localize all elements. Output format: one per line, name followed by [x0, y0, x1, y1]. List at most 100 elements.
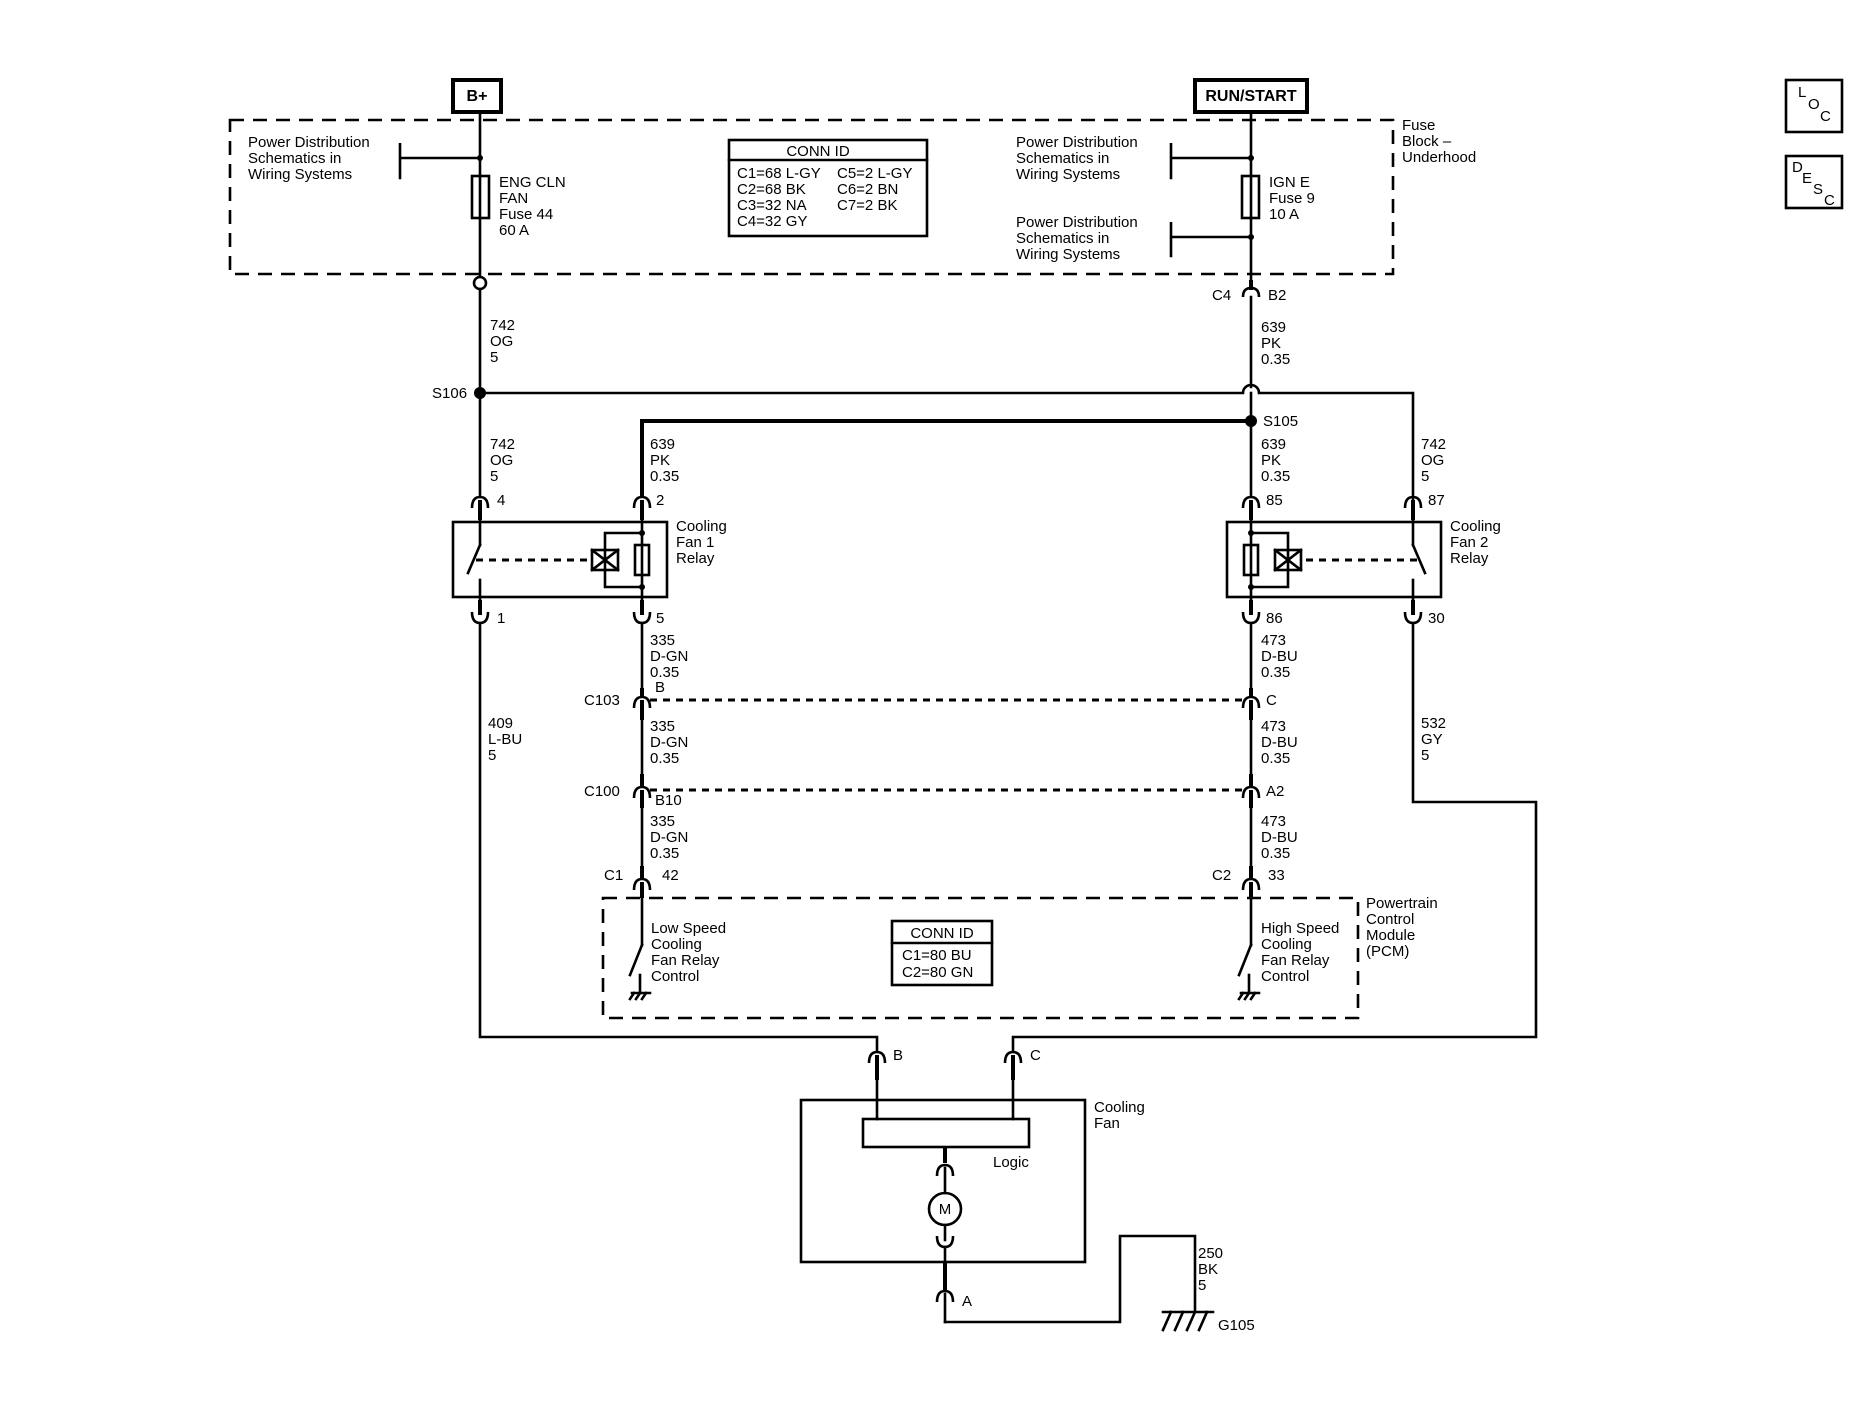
splice-terminal	[472, 275, 488, 291]
svg-text:0.35: 0.35	[1261, 750, 1290, 767]
svg-text:Control: Control	[1261, 968, 1309, 985]
wire-532	[1011, 621, 1538, 1054]
svg-text:Powertrain: Powertrain	[1366, 895, 1438, 912]
svg-text:Cooling: Cooling	[651, 936, 702, 953]
svg-text:D-GN: D-GN	[650, 734, 688, 751]
svg-text:0.35: 0.35	[1261, 664, 1290, 681]
svg-text:D-BU: D-BU	[1261, 829, 1298, 846]
pds-right-bottom-label: Power Distribution Schematics in Wiring …	[1016, 214, 1138, 263]
fuse-44-label: ENG CLN FAN Fuse 44 60 A	[499, 174, 566, 239]
wire-639-left-label: 639 PK 0.35	[650, 436, 679, 485]
bplus-source: B+	[451, 78, 503, 114]
svg-text:0.35: 0.35	[1261, 468, 1290, 485]
svg-text:Fuse 44: Fuse 44	[499, 206, 553, 223]
pin-33-label: 33	[1268, 867, 1285, 884]
svg-text:Fan: Fan	[1094, 1115, 1120, 1132]
svg-text:CONN ID: CONN ID	[910, 925, 974, 942]
svg-text:742: 742	[1421, 436, 1446, 453]
svg-text:Cooling: Cooling	[1261, 936, 1312, 953]
desc-letter-e: E	[1802, 170, 1812, 187]
svg-text:GY: GY	[1421, 731, 1443, 748]
svg-text:Wiring Systems: Wiring Systems	[1016, 246, 1120, 263]
wire-742-right-label: 742 OG 5	[1421, 436, 1446, 485]
svg-text:5: 5	[490, 468, 498, 485]
svg-text:Control: Control	[1366, 911, 1414, 928]
ground-g105-icon	[1161, 1310, 1215, 1332]
svg-text:Wiring Systems: Wiring Systems	[1016, 166, 1120, 183]
svg-text:C7=2 BK: C7=2 BK	[837, 197, 897, 214]
svg-text:0.35: 0.35	[1261, 351, 1290, 368]
svg-text:C4=32 GY: C4=32 GY	[737, 213, 807, 230]
svg-text:D-GN: D-GN	[650, 648, 688, 665]
svg-text:5: 5	[490, 349, 498, 366]
connector-c1-c2	[632, 866, 1261, 898]
pin-86-label: 86	[1266, 610, 1283, 627]
wire-335-b-label: 335 D-GN 0.35	[650, 718, 688, 767]
desc-letter-d: D	[1792, 159, 1803, 176]
svg-text:Fan 1: Fan 1	[676, 534, 714, 551]
svg-text:CONN ID: CONN ID	[786, 143, 850, 160]
svg-text:Wiring Systems: Wiring Systems	[248, 166, 352, 183]
wire-335-c-label: 335 D-GN 0.35	[650, 813, 688, 862]
wire-742-top-label: 742 OG 5	[490, 317, 515, 366]
bplus-label: B+	[467, 88, 488, 105]
svg-text:742: 742	[490, 317, 515, 334]
b2-label: B2	[1268, 287, 1286, 304]
svg-text:OG: OG	[1421, 452, 1444, 469]
svg-text:FAN: FAN	[499, 190, 528, 207]
svg-text:C3=32 NA: C3=32 NA	[737, 197, 807, 214]
svg-text:0.35: 0.35	[650, 845, 679, 862]
pds-right-top-label: Power Distribution Schematics in Wiring …	[1016, 134, 1138, 183]
c100-label: C100	[584, 783, 620, 800]
c103-c-label: C	[1266, 692, 1277, 709]
wire-409-label: 409 L-BU 5	[488, 715, 522, 764]
wire-639-top-label: 639 PK 0.35	[1261, 319, 1290, 368]
svg-text:5: 5	[488, 747, 496, 764]
svg-text:(PCM): (PCM)	[1366, 943, 1409, 960]
svg-text:473: 473	[1261, 632, 1286, 649]
pin-85-label: 85	[1266, 492, 1283, 509]
fan-pin-a-label: A	[962, 1293, 972, 1310]
svg-text:C6=2 BN: C6=2 BN	[837, 181, 898, 198]
svg-text:Cooling: Cooling	[1450, 518, 1501, 535]
svg-text:Schematics in: Schematics in	[248, 150, 341, 167]
conn-id-table-pcm: CONN ID C1=80 BU C2=80 GN	[890, 919, 994, 987]
svg-text:335: 335	[650, 632, 675, 649]
loc-letter-c: C	[1820, 108, 1831, 125]
s105-label: S105	[1263, 413, 1298, 430]
svg-text:PK: PK	[650, 452, 670, 469]
conn-id-table-top: CONN ID C1=68 L-GY C5=2 L-GY C2=68 BK C6…	[727, 138, 929, 238]
desc-button[interactable]: D E S C	[1784, 154, 1844, 210]
svg-text:ENG CLN: ENG CLN	[499, 174, 566, 191]
svg-text:Fuse: Fuse	[1402, 117, 1435, 134]
pin-5-label: 5	[656, 610, 664, 627]
loc-button[interactable]: L O C	[1784, 78, 1844, 134]
svg-text:Relay: Relay	[676, 550, 715, 567]
fuse-9-label: IGN E Fuse 9 10 A	[1269, 174, 1315, 223]
wire-742-left-label: 742 OG 5	[490, 436, 515, 485]
fan-2-relay-label: Cooling Fan 2 Relay	[1450, 518, 1501, 567]
svg-text:C5=2 L-GY: C5=2 L-GY	[837, 165, 912, 182]
svg-text:C1=68 L-GY: C1=68 L-GY	[737, 165, 821, 182]
svg-text:335: 335	[650, 718, 675, 735]
svg-text:639: 639	[1261, 319, 1286, 336]
pin-1-label: 1	[497, 610, 505, 627]
svg-text:60 A: 60 A	[499, 222, 529, 239]
svg-text:Fan Relay: Fan Relay	[1261, 952, 1330, 969]
c103-label: C103	[584, 692, 620, 709]
c2-label: C2	[1212, 867, 1231, 884]
svg-text:473: 473	[1261, 718, 1286, 735]
svg-text:Relay: Relay	[1450, 550, 1489, 567]
c103-b-label: B	[655, 679, 665, 696]
motor-m-label: M	[939, 1201, 952, 1218]
svg-text:BK: BK	[1198, 1261, 1218, 1278]
fan-pin-b-label: B	[893, 1047, 903, 1064]
svg-text:IGN E: IGN E	[1269, 174, 1310, 191]
svg-text:Schematics in: Schematics in	[1016, 230, 1109, 247]
cooling-fan-assembly	[799, 1078, 1087, 1264]
loc-letter-l: L	[1798, 84, 1806, 101]
fuse-block-label: Fuse Block – Underhood	[1402, 117, 1476, 166]
loc-letter-o: O	[1808, 96, 1820, 113]
wire-250-label: 250 BK 5	[1198, 1245, 1223, 1294]
